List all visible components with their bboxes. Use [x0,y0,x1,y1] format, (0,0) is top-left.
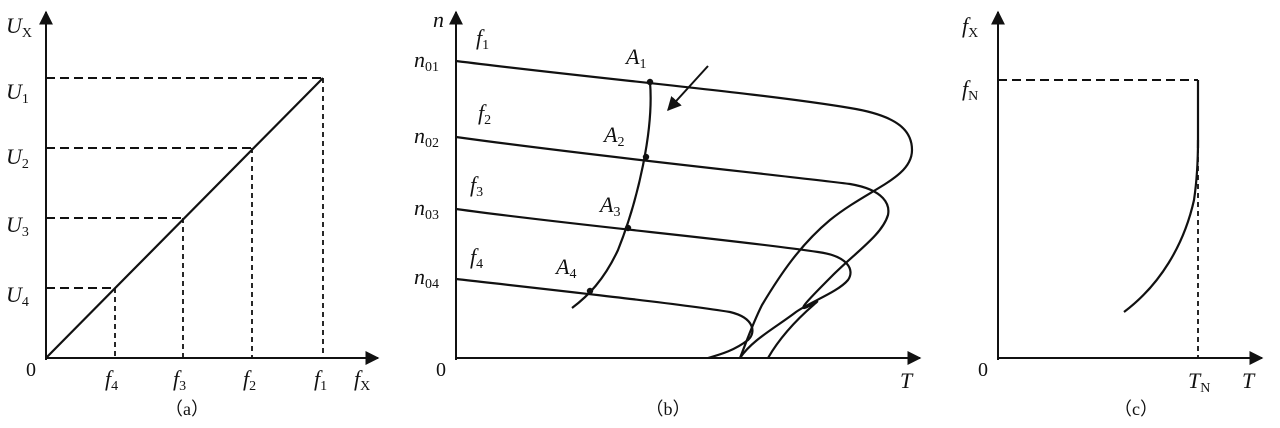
panel-b-label-a2: A2 [602,122,624,150]
panel-b-label-f1: f1 [476,25,489,53]
panel-b: n T 0 n01 n02 n03 n04 f1 f2 f3 f4 A1 A2 … [414,7,922,419]
panel-a-x-axis-label: fX [354,366,370,394]
panel-b-x-axis-label: T [900,368,914,393]
panel-b-tick-n02: n02 [414,123,439,151]
panel-c-tick-fn: fN [962,76,978,104]
panel-a-y-axis-label: UX [6,13,32,41]
panel-b-tick-n03: n03 [414,195,439,223]
panel-c-origin: 0 [978,359,988,381]
panel-a-origin: 0 [26,359,36,381]
panel-b-caption: （b） [646,399,691,419]
panel-c: fX T 0 fN TN （c） [962,10,1264,419]
panel-a-tick-f4: f4 [105,366,118,394]
panel-b-curve-f3 [455,207,852,359]
panel-a-tick-f1: f1 [314,366,327,394]
panel-c-y-axis-label: fX [962,13,978,41]
panel-b-y-axis-label: n [433,7,444,32]
panel-a-tick-u2: U2 [6,144,29,172]
panel-b-tick-n01: n01 [414,47,439,75]
panel-b-origin: 0 [436,359,446,381]
panel-a-tick-f2: f2 [243,366,256,394]
panel-b-tick-n04: n04 [414,264,439,292]
panel-a: UX fX 0 U1 U2 U3 U4 f4 f3 f2 f1 （a） [6,10,380,419]
panel-c-curve [1123,139,1200,313]
panel-b-label-a4: A4 [554,254,576,282]
panel-b-point-a4 [586,287,594,295]
panel-a-caption: （a） [165,399,209,419]
panel-b-curve-f4 [455,277,754,360]
panel-b-point-a2 [642,153,650,161]
panel-b-point-a3 [624,224,632,232]
panel-b-label-f2: f2 [478,100,491,128]
panel-a-tick-f3: f3 [173,366,186,394]
panel-b-point-a1 [646,78,654,86]
panel-b-label-f4: f4 [470,244,483,272]
panel-b-curve-f2 [455,135,890,359]
panel-c-caption: （c） [1114,399,1158,419]
panel-b-curve-f1 [455,59,914,359]
panel-b-label-a1: A1 [624,44,646,72]
panel-a-tick-u1: U1 [6,79,29,107]
panel-c-tick-tn: TN [1188,368,1210,396]
panel-b-label-f3: f3 [470,172,483,200]
panel-a-vf-line [45,77,324,359]
panel-c-x-axis-label: T [1242,368,1256,393]
panel-b-label-a3: A3 [598,192,620,220]
panel-b-direction-arrow [667,65,709,112]
panel-a-tick-u3: U3 [6,212,29,240]
panel-a-tick-u4: U4 [6,282,29,310]
